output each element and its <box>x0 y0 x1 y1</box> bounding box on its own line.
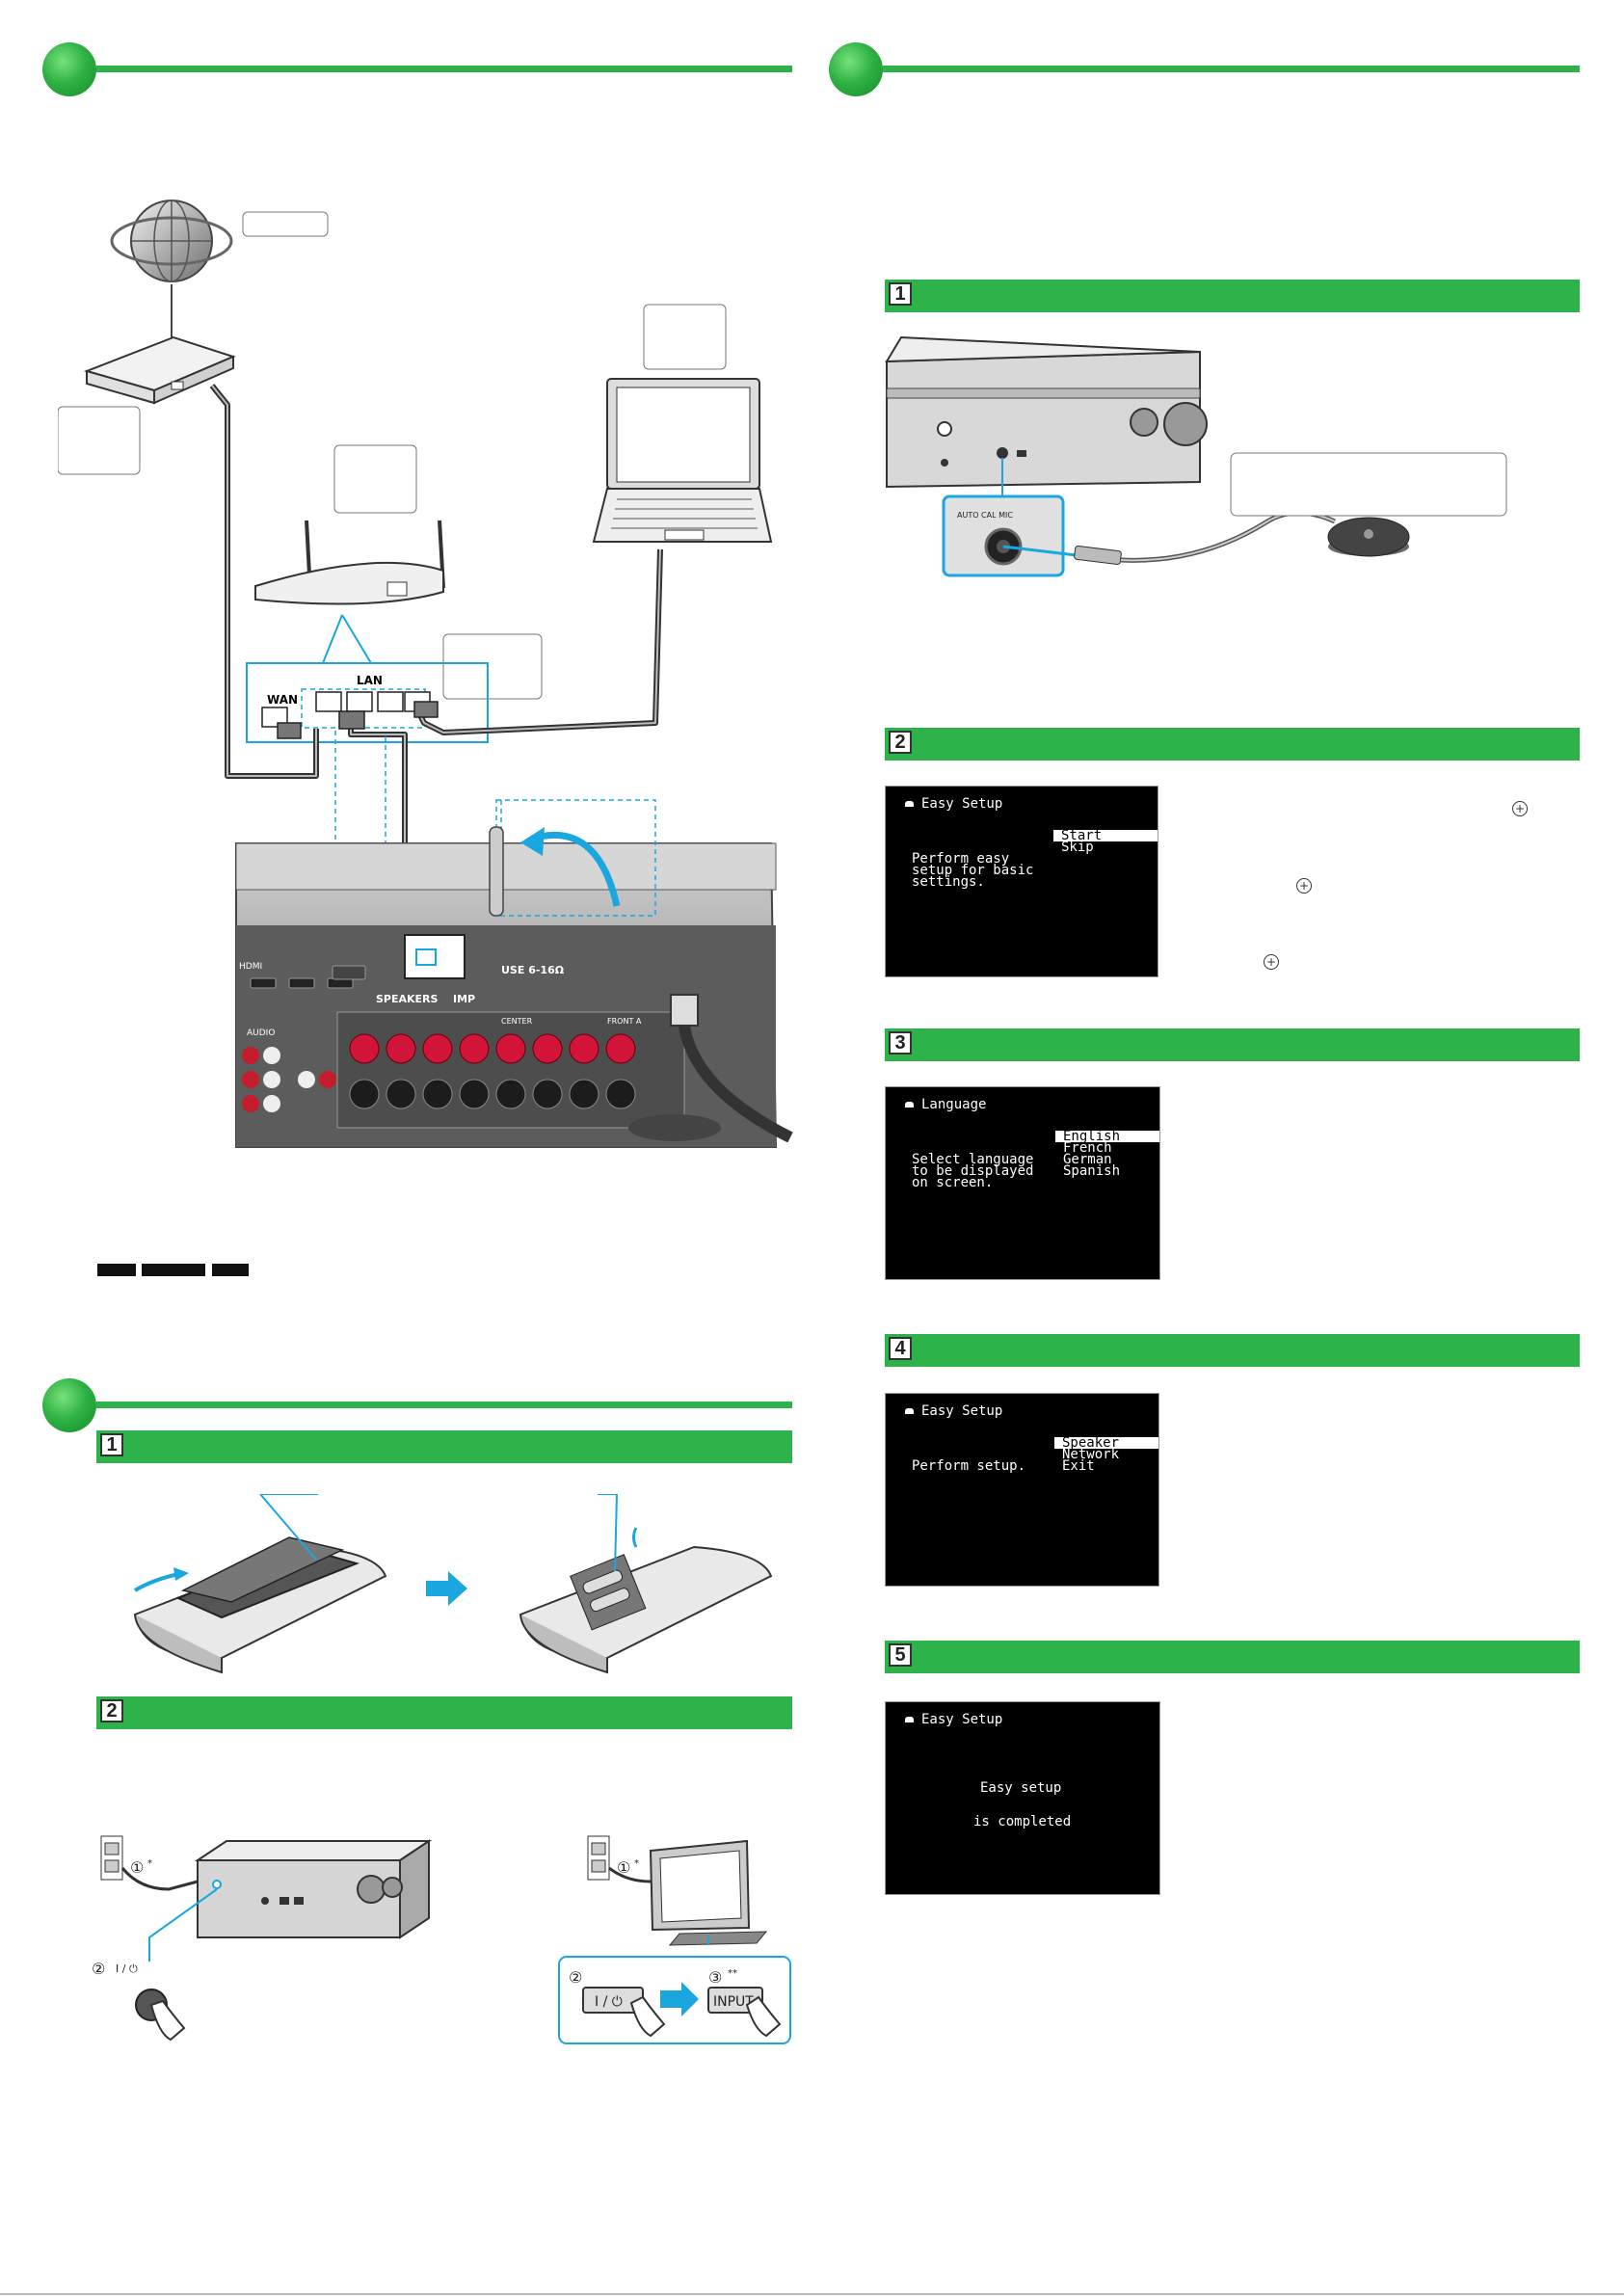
section-bullet-easy-setup <box>829 42 883 96</box>
easy-setup-done-screen: Easy Setup Easy setup is completed <box>885 1701 1160 1895</box>
step-number: 1 <box>889 282 912 306</box>
screen-options[interactable]: Start Skip <box>1053 829 1158 855</box>
right-step-2-bar: 2 <box>885 728 1580 761</box>
step-number: 2 <box>889 731 912 754</box>
svg-text:②: ② <box>92 1960 105 1978</box>
network-connection-diagram: WAN LAN HDMI AUDIO <box>58 200 793 1148</box>
power-on-diagram: ① * ② I / ⏻ ① * ② I / ⏻ ③ ** INPUT <box>92 1835 791 2044</box>
screen-title: Easy Setup <box>905 1712 1002 1727</box>
svg-text:*: * <box>147 1858 152 1869</box>
svg-text:IMP: IMP <box>453 993 475 1005</box>
section-rule-network <box>96 66 792 72</box>
screen-title: Easy Setup <box>905 1403 1002 1419</box>
step-number: 4 <box>889 1337 912 1360</box>
lan-port-label: LAN <box>357 674 383 687</box>
easy-setup-start-screen: Easy Setup Start Skip Perform easy setup… <box>885 786 1158 977</box>
setup-icon <box>905 1408 914 1414</box>
setup-icon <box>905 1717 914 1722</box>
setup-icon <box>905 801 914 807</box>
section-bullet-network <box>42 42 96 96</box>
option-french[interactable]: French <box>1063 1140 1112 1156</box>
svg-text:I / ⏻: I / ⏻ <box>595 1994 623 2010</box>
right-step-1-bar: 1 <box>885 280 1580 312</box>
screen-options[interactable]: Speaker Network Exit <box>1054 1436 1158 1474</box>
right-step-3-bar: 3 <box>885 1028 1580 1061</box>
receiver-front-icon <box>194 1839 433 1939</box>
step-number: 5 <box>889 1643 912 1667</box>
screen-message: Perform easy setup for basic settings. <box>912 851 1034 890</box>
svg-text:②: ② <box>569 1968 582 1987</box>
svg-text:**: ** <box>728 1968 737 1979</box>
easy-setup-menu-screen: Easy Setup Speaker Network Exit Perform … <box>885 1393 1159 1587</box>
laptop-computer-icon <box>592 378 773 543</box>
modem-icon <box>83 335 236 405</box>
enter-button-icon: + <box>1512 801 1528 816</box>
section-rule-remote <box>96 1402 792 1408</box>
svg-text:AUDIO: AUDIO <box>247 1028 275 1038</box>
right-step-4-bar: 4 <box>885 1334 1580 1367</box>
svg-text:CENTER: CENTER <box>501 1017 533 1026</box>
speaker-terminals: SPEAKERS IMP USE 6-16Ω CENTER FRONT A <box>336 964 685 1129</box>
step-number: 3 <box>889 1031 912 1055</box>
section-rule-easy-setup <box>883 66 1580 72</box>
tv-icon <box>649 1839 768 1946</box>
auto-cal-mic-label: AUTO CAL MIC <box>957 511 1013 520</box>
option-spanish[interactable]: Spanish <box>1063 1163 1121 1179</box>
remote-control-open-icon <box>519 1494 773 1674</box>
option-skip[interactable]: Skip <box>1061 840 1094 855</box>
wireless-router-icon <box>254 520 445 605</box>
screen-message-line1: Easy setup <box>980 1780 1062 1796</box>
svg-text:INPUT: INPUT <box>713 1994 754 2010</box>
option-english[interactable]: English <box>1055 1130 1159 1143</box>
svg-text:USE 6-16Ω: USE 6-16Ω <box>501 964 565 976</box>
wan-port-label: WAN <box>267 693 298 707</box>
section-bullet-remote <box>42 1378 96 1432</box>
svg-text:FRONT A: FRONT A <box>607 1017 642 1026</box>
option-start[interactable]: Start <box>1053 829 1158 842</box>
option-network[interactable]: Network <box>1062 1447 1120 1462</box>
screen-title: Easy Setup <box>905 796 1002 812</box>
option-exit[interactable]: Exit <box>1062 1458 1095 1474</box>
svg-text:I / ⏻: I / ⏻ <box>116 1962 138 1975</box>
right-step-5-bar: 5 <box>885 1641 1580 1673</box>
svg-text:SPEAKERS: SPEAKERS <box>376 993 439 1005</box>
language-screen: Language English French German Spanish S… <box>885 1086 1160 1280</box>
black-tag-3 <box>212 1264 249 1276</box>
screen-message: Select language to be displayed on scree… <box>912 1152 1034 1190</box>
black-tag-1 <box>97 1264 136 1276</box>
svg-text:*: * <box>634 1858 639 1869</box>
svg-text:①: ① <box>617 1858 630 1877</box>
internet-globe-icon <box>110 200 233 282</box>
step-number: 2 <box>100 1699 123 1722</box>
black-tag-2 <box>142 1264 205 1276</box>
left-step-1-bar: 1 <box>96 1430 792 1463</box>
setup-icon <box>905 1102 914 1108</box>
enter-button-icon: + <box>1296 878 1312 894</box>
page-bottom-rule <box>0 2293 1624 2295</box>
calibration-mic-icon <box>1327 517 1410 557</box>
option-speaker[interactable]: Speaker <box>1054 1436 1158 1450</box>
screen-title: Language <box>905 1097 986 1112</box>
svg-text:③: ③ <box>708 1968 722 1987</box>
remote-battery-diagram <box>133 1494 773 1674</box>
receiver-front-icon <box>885 335 1208 489</box>
remote-control-icon <box>133 1494 387 1674</box>
svg-text:①: ① <box>130 1858 144 1877</box>
screen-message: Perform setup. <box>912 1458 1026 1474</box>
wall-outlet-icon <box>587 1835 610 1881</box>
step-number: 1 <box>100 1433 123 1456</box>
enter-button-icon: + <box>1264 954 1279 970</box>
svg-text:HDMI: HDMI <box>239 962 262 972</box>
screen-message-line2: is completed <box>973 1814 1072 1829</box>
wall-outlet-icon <box>100 1835 123 1881</box>
mic-connection-diagram: AUTO CAL MIC <box>885 335 1507 577</box>
left-step-2-bar: 2 <box>96 1696 792 1729</box>
receiver-rear-panel: HDMI AUDIO SPEAKERS IMP USE 6-16Ω CENTER… <box>235 799 793 1148</box>
option-german[interactable]: German <box>1063 1152 1112 1167</box>
screen-options[interactable]: English French German Spanish <box>1055 1130 1159 1179</box>
